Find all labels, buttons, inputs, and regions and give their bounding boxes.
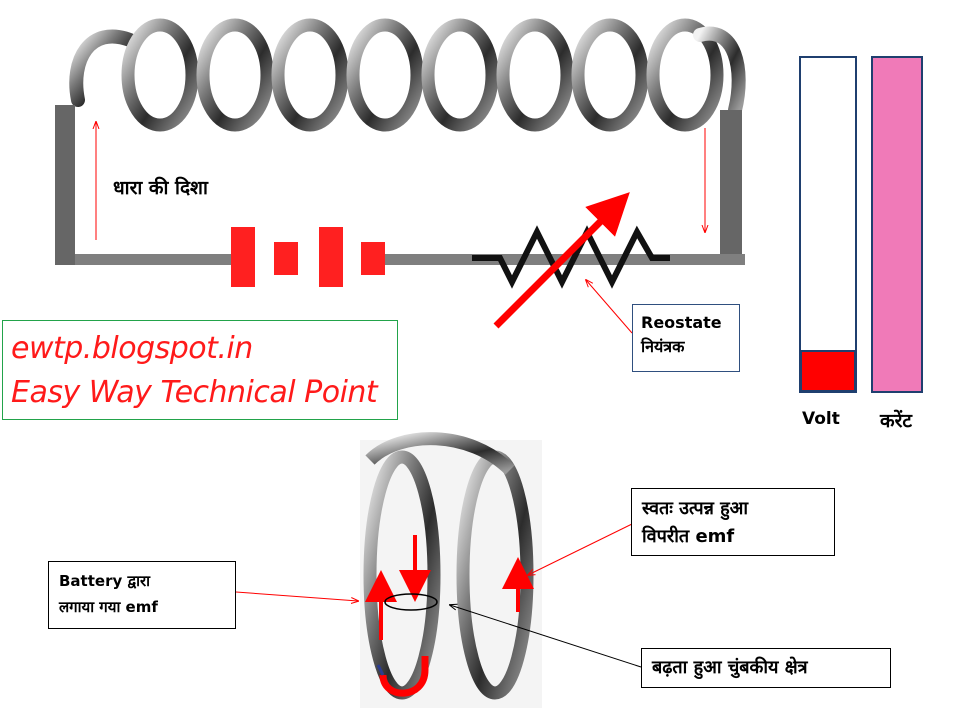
- reostate-label-en: Reostate: [641, 313, 722, 332]
- zoomed-coil: [360, 432, 542, 708]
- volt-label: Volt: [802, 409, 840, 429]
- self-induced-line1: स्वतः उत्पन्न हुआ: [642, 498, 749, 519]
- current-direction-label: धारा की दिशा: [113, 177, 208, 199]
- current-label: करेंट: [880, 410, 912, 432]
- current-meter: [871, 56, 923, 393]
- rheostat-symbol: [472, 192, 670, 329]
- brand-label: Easy Way Technical Point: [11, 375, 378, 410]
- increasing-field-callout: बढ़ता हुआ चुंबकीय क्षेत्र: [641, 648, 891, 688]
- reostate-label-hi: नियंत्रक: [641, 337, 685, 356]
- battery-emf-line1: Battery द्वारा: [59, 572, 150, 590]
- self-induced-emf-callout: स्वतः उत्पन्न हुआ विपरीत emf: [631, 488, 835, 556]
- website-label[interactable]: ewtp.blogspot.in: [11, 331, 253, 366]
- battery: [231, 227, 385, 287]
- rheostat-arrow: [493, 192, 630, 329]
- battery-emf-callout: Battery द्वारा लगाया गया emf: [48, 561, 236, 629]
- u-turn-arrow: [379, 656, 429, 697]
- field-pointer: [450, 605, 642, 668]
- field-loop: [384, 593, 438, 611]
- battery-emf-line2: लगाया गया emf: [59, 598, 158, 616]
- battery-emf-pointer: [235, 591, 358, 601]
- top-coil: [69, 18, 746, 132]
- volt-meter-fill: [800, 350, 856, 392]
- reostate-callout: Reostate नियंत्रक: [632, 304, 740, 372]
- current-meter-fill: [873, 58, 921, 391]
- self-emf-pointer: [528, 523, 633, 575]
- reostate-pointer: [586, 280, 633, 334]
- increasing-field-label: बढ़ता हुआ चुंबकीय क्षेत्र: [652, 657, 808, 678]
- volt-meter: [799, 56, 857, 393]
- brand-box: ewtp.blogspot.in Easy Way Technical Poin…: [2, 320, 398, 420]
- self-induced-line2: विपरीत emf: [642, 526, 735, 547]
